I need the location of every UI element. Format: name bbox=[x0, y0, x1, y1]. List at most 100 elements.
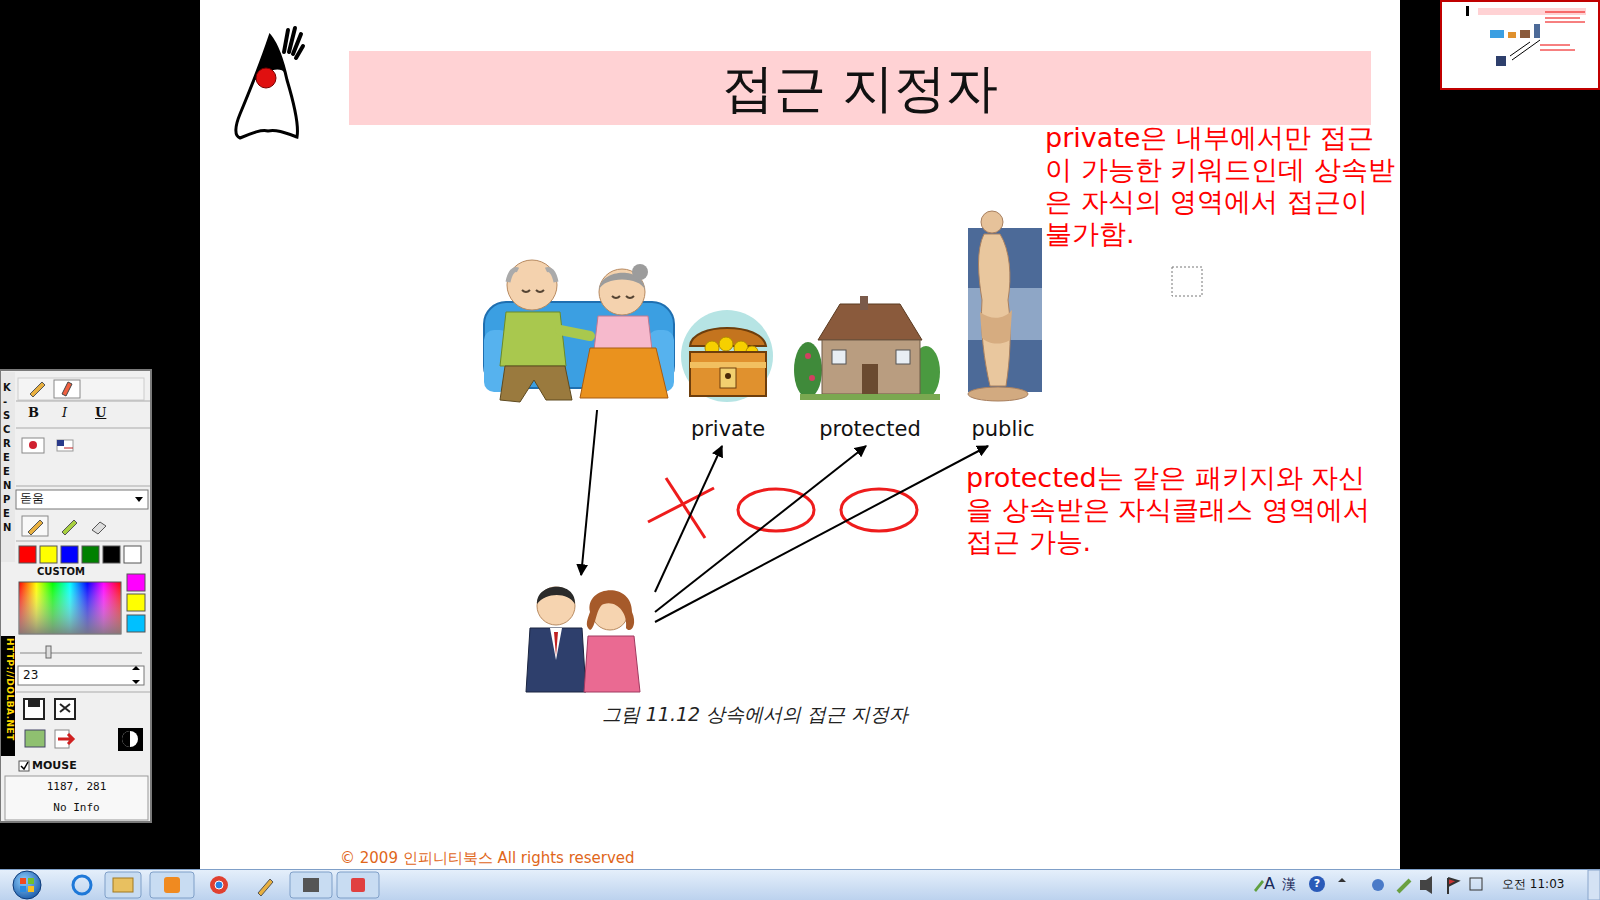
pen-tool-panel-part bbox=[30, 382, 45, 397]
grandparents-illustration-part bbox=[612, 296, 634, 298]
house-illustration-part bbox=[818, 304, 922, 340]
bold-button-holder: B bbox=[28, 405, 39, 421]
slide-title-holder: 접근 지정자 bbox=[349, 51, 1371, 125]
selection-box bbox=[1172, 267, 1202, 296]
pen-tool-panel-part bbox=[18, 666, 144, 685]
house-illustration-part bbox=[860, 296, 868, 310]
parents-illustration bbox=[526, 587, 640, 692]
access-label: private bbox=[691, 417, 765, 442]
info-status-holder: No Info bbox=[5, 801, 148, 814]
treasure-chest-illustration-part bbox=[720, 368, 736, 388]
preview-thumbnail-part bbox=[1534, 24, 1540, 38]
grandparents-illustration-part bbox=[632, 264, 648, 280]
grandparents-illustration-part bbox=[507, 260, 557, 310]
panel-url: HTTP://DOLBA.NET bbox=[4, 638, 15, 741]
title-band bbox=[349, 51, 1371, 125]
house-illustration-part bbox=[800, 394, 940, 400]
statue-illustration-part bbox=[979, 234, 1011, 386]
parents-figure bbox=[520, 575, 655, 700]
copyright-footer-holder: © 2009 인피니티북스 All rights reserved bbox=[340, 849, 635, 867]
ime-indicator-holder: A bbox=[1264, 874, 1275, 893]
mouse-checkbox-label-holder: MOUSE bbox=[32, 759, 77, 772]
slide-background bbox=[200, 0, 1400, 869]
preview-thumbnail-part bbox=[1496, 56, 1506, 66]
bold-button: B bbox=[28, 405, 39, 421]
taskbar-part bbox=[1588, 870, 1600, 900]
underline-button: U bbox=[95, 405, 106, 421]
taskbar-part bbox=[105, 872, 141, 898]
pen-tool-panel-part bbox=[57, 440, 73, 451]
preview-thumbnail-part bbox=[1540, 12, 1585, 50]
figure-caption-holder: 그림 11.12 상속에서의 접근 지정자 bbox=[500, 703, 1010, 726]
statue-illustration-part bbox=[981, 211, 1003, 233]
grandparents-illustration-part bbox=[580, 348, 668, 398]
preview-thumbnail-part bbox=[1520, 30, 1530, 38]
pen-tool-panel-part bbox=[21, 762, 28, 769]
taskbar-part bbox=[13, 871, 41, 899]
house-illustration bbox=[794, 296, 940, 400]
inheritance-arrow bbox=[581, 410, 597, 575]
grandparents-illustration-part bbox=[508, 270, 556, 283]
pen-tool-panel-part bbox=[1, 372, 15, 562]
pen-tool-panel-part bbox=[62, 382, 72, 396]
taskbar bbox=[0, 869, 1600, 900]
pen-mark-part bbox=[648, 488, 714, 522]
public-icon: public bbox=[958, 208, 1048, 446]
pen-tool-panel-part bbox=[5, 776, 148, 820]
inheritance-arrow bbox=[655, 446, 988, 622]
parents-illustration-part bbox=[550, 628, 562, 660]
panel-brand-holder: K-SCREEN PEN bbox=[3, 381, 11, 535]
taskbar-part bbox=[351, 878, 365, 892]
treasure-chest-illustration-part bbox=[725, 373, 731, 379]
pen-tool-panel-part bbox=[82, 546, 99, 563]
house-illustration-part bbox=[896, 350, 910, 364]
pen-tool-panel-part bbox=[29, 441, 37, 449]
taskbar-part bbox=[28, 886, 34, 892]
preview-thumbnail-part bbox=[1490, 30, 1504, 38]
grandparents-figure bbox=[478, 255, 688, 410]
house-illustration-part bbox=[862, 364, 878, 394]
grandparents-illustration-part bbox=[560, 330, 590, 336]
pen-tool-panel-part bbox=[57, 440, 64, 446]
pen-tool-panel-part bbox=[92, 522, 106, 534]
house-illustration-part bbox=[809, 375, 815, 381]
taskbar-part bbox=[290, 872, 332, 898]
pen-tool-panel-part bbox=[122, 731, 130, 747]
parents-illustration-part bbox=[554, 632, 558, 656]
pen-mark-part bbox=[666, 478, 705, 538]
preview-thumbnail bbox=[1441, 1, 1599, 89]
preview-thumbnail-part bbox=[1466, 6, 1469, 16]
font-select-value-holder: 돋움 bbox=[20, 491, 44, 505]
parents-illustration-part bbox=[526, 628, 586, 692]
treasure-chest-illustration-part bbox=[719, 337, 733, 351]
duke-mascot-part bbox=[256, 68, 276, 88]
house-illustration-part bbox=[822, 340, 920, 394]
pen-tool-panel-part bbox=[16, 486, 150, 487]
taskbar-part bbox=[20, 878, 26, 884]
italic-button-holder: I bbox=[62, 405, 67, 421]
pen-mark bbox=[648, 478, 917, 538]
inheritance-arrow bbox=[655, 446, 866, 612]
pen-tool-panel-part bbox=[124, 546, 141, 563]
pen-tool-panel-part bbox=[16, 428, 150, 429]
cursor-coordinates: 1187, 281 bbox=[5, 780, 148, 793]
pen-tool-panel-part bbox=[19, 546, 36, 563]
pen-tool-panel-part bbox=[16, 541, 150, 542]
pen-tool-panel-part bbox=[54, 380, 80, 398]
pen-tool-panel-part bbox=[19, 582, 121, 634]
treasure-chest-illustration-part bbox=[690, 352, 766, 396]
taskbar-part bbox=[164, 877, 180, 893]
pen-tool-panel-part bbox=[19, 761, 29, 771]
statue-illustration-part bbox=[980, 310, 1012, 344]
preview-thumbnail-part bbox=[1441, 1, 1599, 89]
pen-tool-panel-part bbox=[132, 666, 140, 684]
pen-tool-panel-part bbox=[16, 692, 150, 693]
copyright-footer: © 2009 인피니티북스 All rights reserved bbox=[340, 849, 635, 867]
pen-tool-panel-part bbox=[61, 546, 78, 563]
house-illustration-part bbox=[805, 353, 811, 359]
help-icon: ? bbox=[1311, 877, 1323, 890]
pen-tool-panel-part bbox=[24, 699, 44, 719]
italic-button: I bbox=[62, 405, 67, 421]
pen-tool-panel-part bbox=[64, 448, 73, 449]
